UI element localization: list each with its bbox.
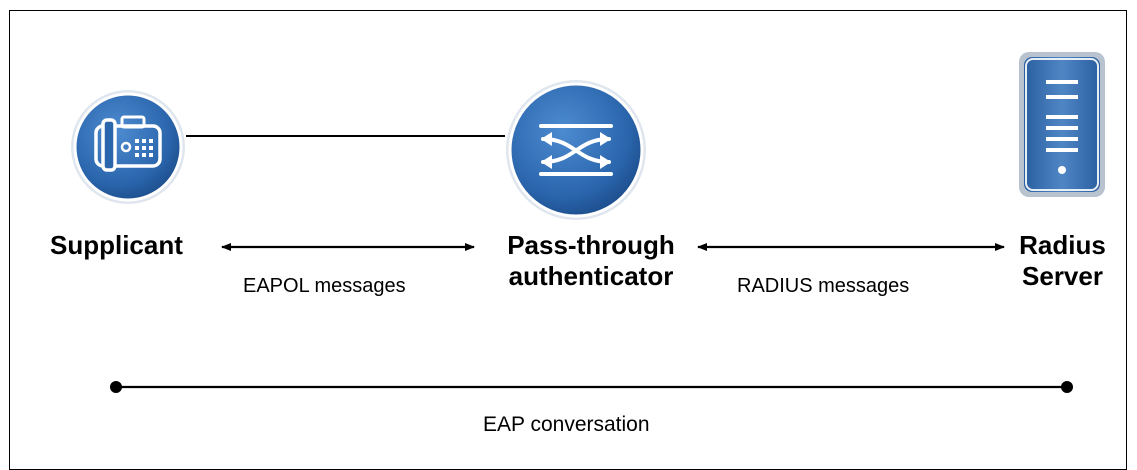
radius-messages-label: RADIUS messages bbox=[737, 275, 910, 297]
authenticator-label: Pass-through authenticator bbox=[486, 230, 696, 292]
server-label-line1: Radius bbox=[1019, 230, 1106, 260]
eap-diagram: Supplicant Pass-through authenticator Ra… bbox=[9, 10, 1127, 470]
server-label-line2: Server bbox=[1022, 261, 1103, 291]
server-label: Radius Server bbox=[1005, 230, 1120, 292]
authenticator-label-line2: authenticator bbox=[508, 261, 674, 291]
authenticator-label-line1: Pass-through bbox=[507, 230, 675, 260]
supplicant-label: Supplicant bbox=[50, 230, 183, 260]
switch-icon bbox=[506, 80, 646, 220]
eap-conversation-label: EAP conversation bbox=[483, 413, 650, 436]
server-icon bbox=[1019, 52, 1105, 197]
diagram-graphics bbox=[71, 52, 1105, 393]
eap-conversation-line bbox=[110, 381, 1073, 393]
ip-phone-icon bbox=[71, 90, 185, 204]
eapol-messages-label: EAPOL messages bbox=[243, 275, 406, 297]
